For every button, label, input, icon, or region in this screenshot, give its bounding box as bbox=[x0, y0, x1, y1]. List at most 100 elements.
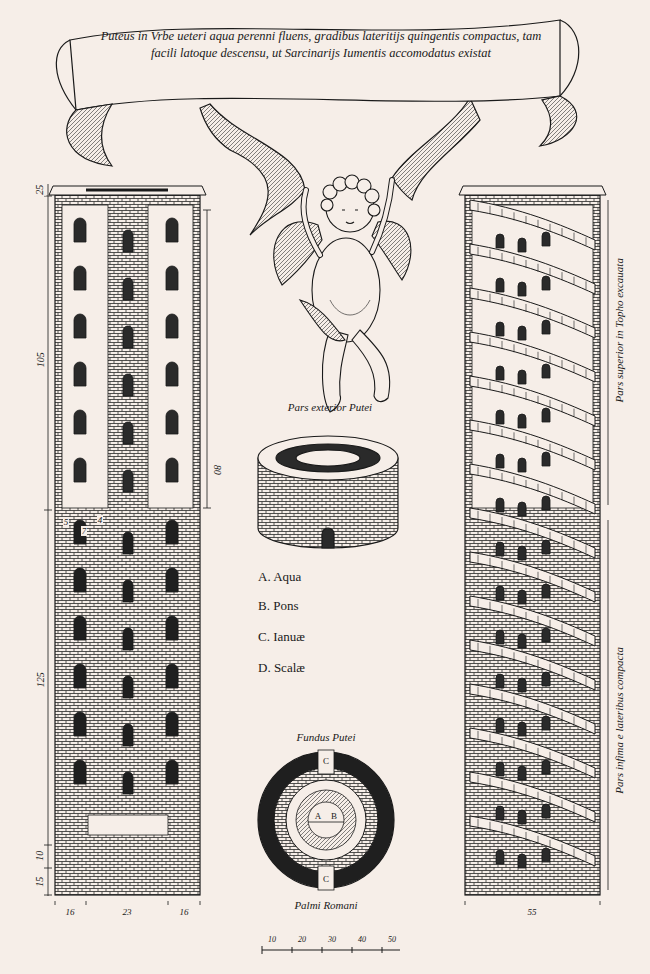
drawing-part bbox=[478, 687, 479, 695]
drawing-part bbox=[496, 322, 504, 336]
drawing-part bbox=[514, 344, 515, 352]
drawing-part bbox=[478, 247, 479, 255]
drawing-part bbox=[538, 836, 539, 844]
drawing-part bbox=[538, 352, 539, 360]
drawing-part bbox=[322, 330, 348, 412]
drawing-part bbox=[586, 809, 587, 817]
drawing-part bbox=[166, 314, 178, 338]
drawing-part bbox=[550, 576, 551, 584]
drawing-part bbox=[478, 731, 479, 739]
drawing-part bbox=[490, 338, 491, 346]
drawing-part bbox=[74, 664, 86, 688]
drawing-part bbox=[538, 396, 539, 404]
drawing-part bbox=[365, 189, 379, 203]
drawing-part bbox=[296, 790, 356, 850]
drawing-part bbox=[490, 778, 491, 786]
drawing-part bbox=[562, 404, 563, 412]
drawing-part bbox=[496, 278, 504, 292]
drawing-part bbox=[538, 660, 539, 668]
drawing-part bbox=[526, 788, 527, 796]
drawing-part bbox=[166, 616, 178, 640]
drawing-part bbox=[470, 464, 595, 514]
drawing-part bbox=[518, 238, 526, 252]
scale-number: 20 bbox=[298, 935, 306, 944]
drawing-part bbox=[470, 728, 595, 778]
drawing-part bbox=[502, 649, 503, 657]
drawing-part bbox=[496, 410, 504, 424]
drawing-part bbox=[542, 760, 550, 774]
drawing-part bbox=[496, 454, 504, 468]
drawing-part bbox=[586, 677, 587, 685]
drawing-part bbox=[496, 498, 504, 512]
drawing-part bbox=[608, 200, 609, 890]
drawing-part bbox=[274, 768, 378, 872]
drawing-part bbox=[540, 96, 577, 146]
drawing-part bbox=[74, 568, 86, 592]
drawing-part bbox=[526, 392, 527, 400]
drawing-part bbox=[574, 629, 575, 637]
drawing-part bbox=[470, 288, 595, 338]
drawing-part bbox=[542, 804, 550, 818]
drawing-part bbox=[470, 200, 595, 250]
drawing-part bbox=[470, 552, 595, 602]
view-caption: Pars exterior Putei bbox=[288, 401, 372, 414]
drawing-part bbox=[352, 330, 390, 402]
drawing-part bbox=[586, 545, 587, 553]
drawing-part bbox=[502, 253, 503, 261]
drawing-part bbox=[514, 388, 515, 396]
drawing-part bbox=[470, 244, 595, 294]
scale-number: 10 bbox=[268, 935, 276, 944]
drawing-part bbox=[518, 326, 526, 340]
drawing-part bbox=[490, 514, 491, 522]
drawing-part bbox=[470, 684, 595, 734]
drawing-part bbox=[562, 668, 563, 676]
drawing-part bbox=[308, 822, 344, 823]
scale-number: 50 bbox=[388, 935, 396, 944]
drawing-part bbox=[478, 599, 479, 607]
drawing-part bbox=[74, 760, 86, 784]
drawing-part bbox=[123, 278, 133, 300]
scale-caption: Palmi Romani bbox=[294, 899, 357, 912]
drawing-part bbox=[502, 781, 503, 789]
drawing-part bbox=[300, 300, 345, 341]
drawing-part bbox=[123, 772, 133, 794]
drawing-part bbox=[123, 532, 133, 554]
drawing-part bbox=[496, 630, 504, 644]
drawing-part bbox=[166, 520, 178, 544]
drawing-part bbox=[496, 542, 504, 556]
drawing-part bbox=[470, 508, 595, 558]
drawing-part bbox=[62, 205, 108, 508]
drawing-part bbox=[496, 850, 504, 864]
drawing-part bbox=[518, 282, 526, 296]
drawing-part bbox=[123, 628, 133, 650]
drawing-part bbox=[562, 756, 563, 764]
drawing-part bbox=[562, 228, 563, 236]
drawing-part bbox=[502, 209, 503, 217]
part-note: Pars infima e lateribus compacta bbox=[613, 646, 626, 795]
drawing-part bbox=[70, 20, 560, 110]
drawing-part bbox=[308, 802, 344, 838]
drawing-part bbox=[502, 429, 503, 437]
drawing-part bbox=[550, 444, 551, 452]
drawing-part bbox=[514, 696, 515, 704]
drawing-part bbox=[538, 484, 539, 492]
drawing-part bbox=[514, 608, 515, 616]
drawing-part bbox=[542, 584, 550, 598]
drawing-part bbox=[538, 220, 539, 228]
drawing-part bbox=[74, 616, 86, 640]
drawing-part bbox=[574, 321, 575, 329]
drawing-part bbox=[478, 335, 479, 343]
drawing-part bbox=[550, 796, 551, 804]
drawing-part bbox=[74, 712, 86, 736]
callout-letter: A bbox=[314, 811, 323, 821]
dimension: 4 bbox=[97, 515, 104, 525]
drawing-part bbox=[321, 175, 380, 216]
drawing-part bbox=[123, 422, 133, 444]
dimension: 15 bbox=[34, 876, 46, 888]
drawing-part bbox=[496, 366, 504, 380]
drawing-part bbox=[496, 234, 504, 248]
drawing-part bbox=[574, 849, 575, 857]
drawing-part bbox=[502, 297, 503, 305]
drawing-part bbox=[200, 104, 305, 235]
